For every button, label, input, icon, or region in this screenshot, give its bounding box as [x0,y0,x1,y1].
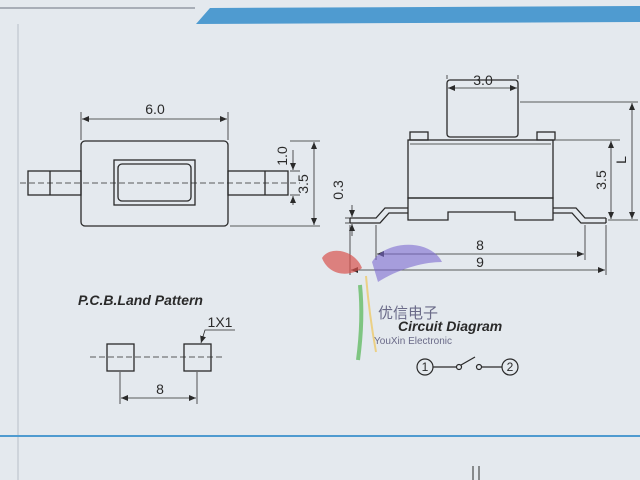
pin1-label: 1 [422,360,429,374]
top-body-height-label: 3.5 [295,174,311,194]
top-actuator-outer [113,159,196,206]
side-body-height-label: 3.5 [593,170,609,190]
pin2-circle [501,358,519,376]
outer-span-label: 9 [476,254,484,270]
page-frame [0,6,640,480]
switch-blade [460,356,476,366]
circuit-diagram [416,356,519,376]
side-base [407,197,554,221]
brand-en-text: YouXin Electronic [374,336,452,347]
brand-logo [322,244,442,361]
side-view [345,75,638,275]
switch-contact-left [455,363,463,371]
top-actuator-inner [117,163,192,202]
top-pin-height-label: 1.0 [274,146,290,166]
land-pattern-title: P.C.B.Land Pattern [78,292,203,308]
side-actuator-width-label: 3.0 [473,72,493,88]
standoff-label: 0.3 [330,180,346,200]
land-pattern [90,329,235,404]
inner-span-label: 8 [476,237,484,253]
top-left-pin [27,170,82,196]
bottom-ticks [472,466,480,480]
pad-left [106,343,135,372]
side-left-tab [409,131,429,141]
side-body [407,139,554,199]
top-body [80,140,229,227]
pin2-label: 2 [507,360,514,374]
circuit-title: Circuit Diagram [398,318,502,334]
pad-size-label: 1X1 [208,314,233,330]
side-left-lead [350,207,408,219]
side-right-lead [553,207,606,219]
side-actuator [446,79,519,138]
side-right-tab [536,131,556,141]
brand-cn-text: 优信电子 [378,304,438,322]
top-width-label: 6.0 [145,101,165,117]
top-view [20,112,320,227]
top-right-pin [227,170,289,196]
accent-stripe [196,6,640,24]
switch-contact-right [475,363,483,371]
side-total-height-label: L [613,156,629,164]
pitch-label: 8 [156,381,164,397]
pad-right [183,343,212,372]
